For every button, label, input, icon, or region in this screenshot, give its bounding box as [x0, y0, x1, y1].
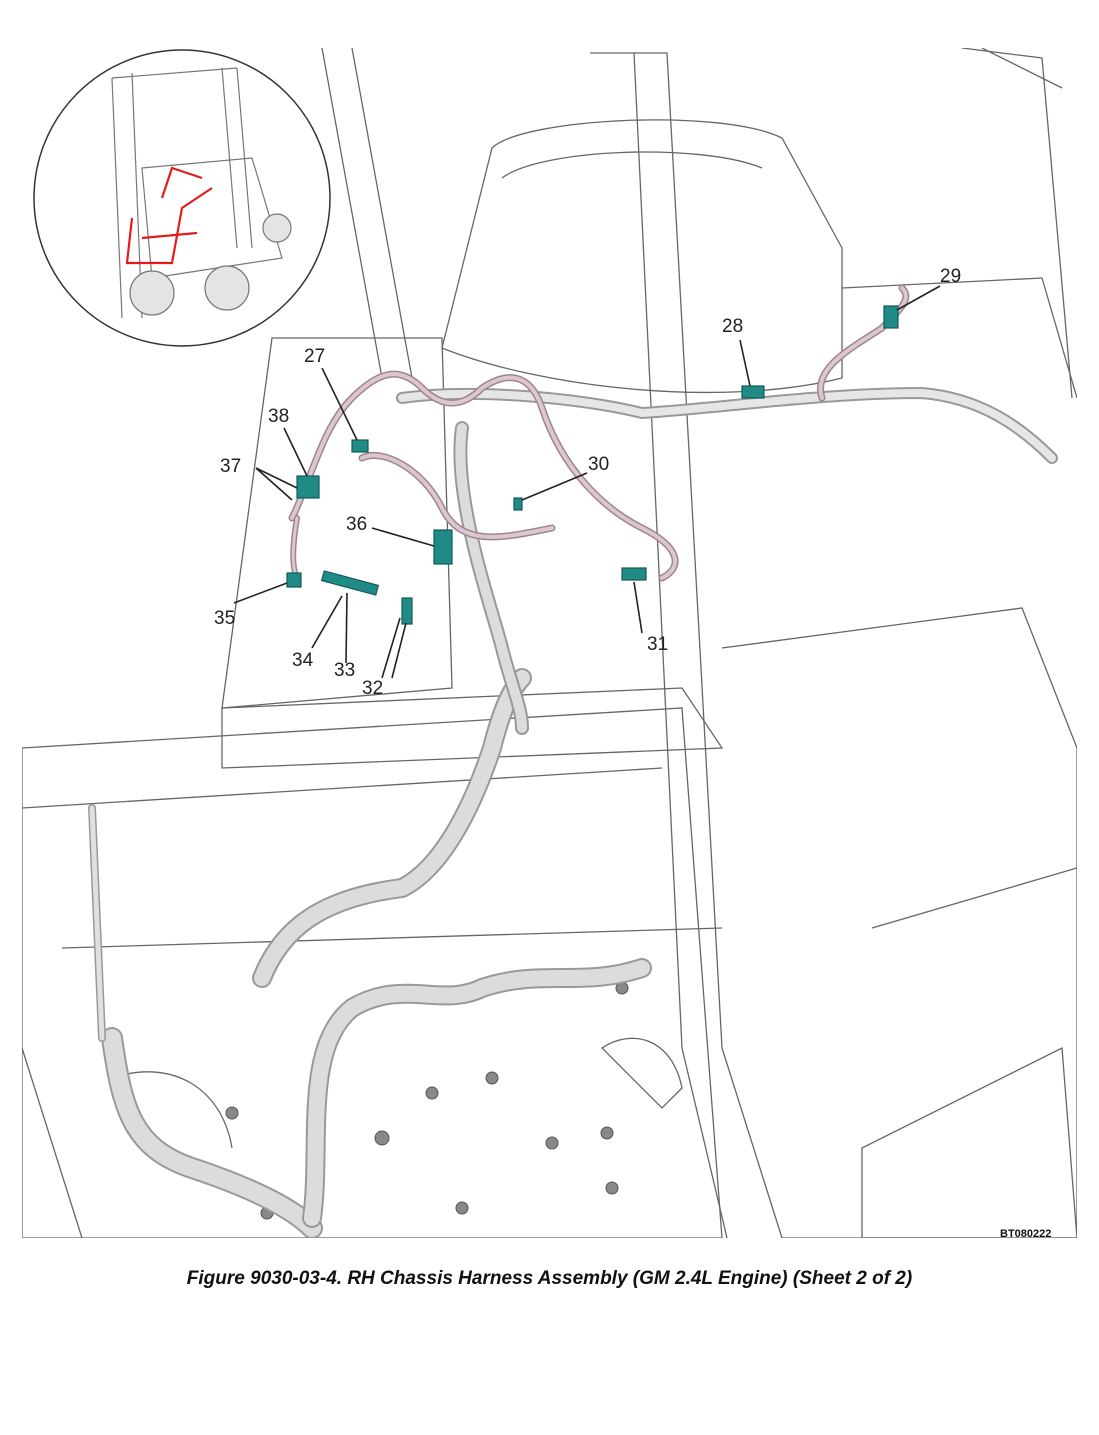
connector-35: [286, 572, 302, 588]
inset-harness-highlight: [125, 166, 213, 265]
harness-illustration: [22, 48, 1077, 1238]
callout-33: 33: [334, 660, 356, 681]
connector-28: [741, 385, 765, 399]
callout-31: 31: [647, 634, 669, 655]
connector-38: [296, 475, 320, 499]
figure-id: BT080222: [1000, 1228, 1052, 1240]
callout-34: 34: [292, 650, 314, 671]
inset-overview: [33, 49, 331, 347]
bolts: [225, 981, 629, 1220]
callout-30: 30: [588, 454, 610, 475]
callout-37: 37: [220, 456, 242, 477]
callout-38: 38: [268, 406, 290, 427]
callout-36: 36: [346, 514, 368, 535]
callout-29: 29: [940, 266, 962, 287]
connector-33: [320, 570, 380, 596]
connectors: [286, 305, 899, 625]
connector-36: [433, 529, 453, 565]
main-harness: [88, 387, 1058, 1238]
connector-32: [401, 597, 413, 625]
sub-harness: [288, 284, 910, 582]
callout-28: 28: [722, 316, 744, 337]
callout-35: 35: [214, 608, 236, 629]
connector-31: [621, 567, 647, 581]
figure-caption: Figure 9030-03-4. RH Chassis Harness Ass…: [186, 1268, 913, 1289]
callout-32: 32: [362, 678, 384, 699]
callout-27: 27: [304, 346, 326, 367]
connector-29: [883, 305, 899, 329]
connector-27: [351, 439, 369, 453]
leader-lines: [233, 285, 941, 679]
connector-30: [513, 497, 523, 511]
chassis-outline: [22, 48, 1077, 1238]
harness-drawing: [22, 48, 1077, 1238]
